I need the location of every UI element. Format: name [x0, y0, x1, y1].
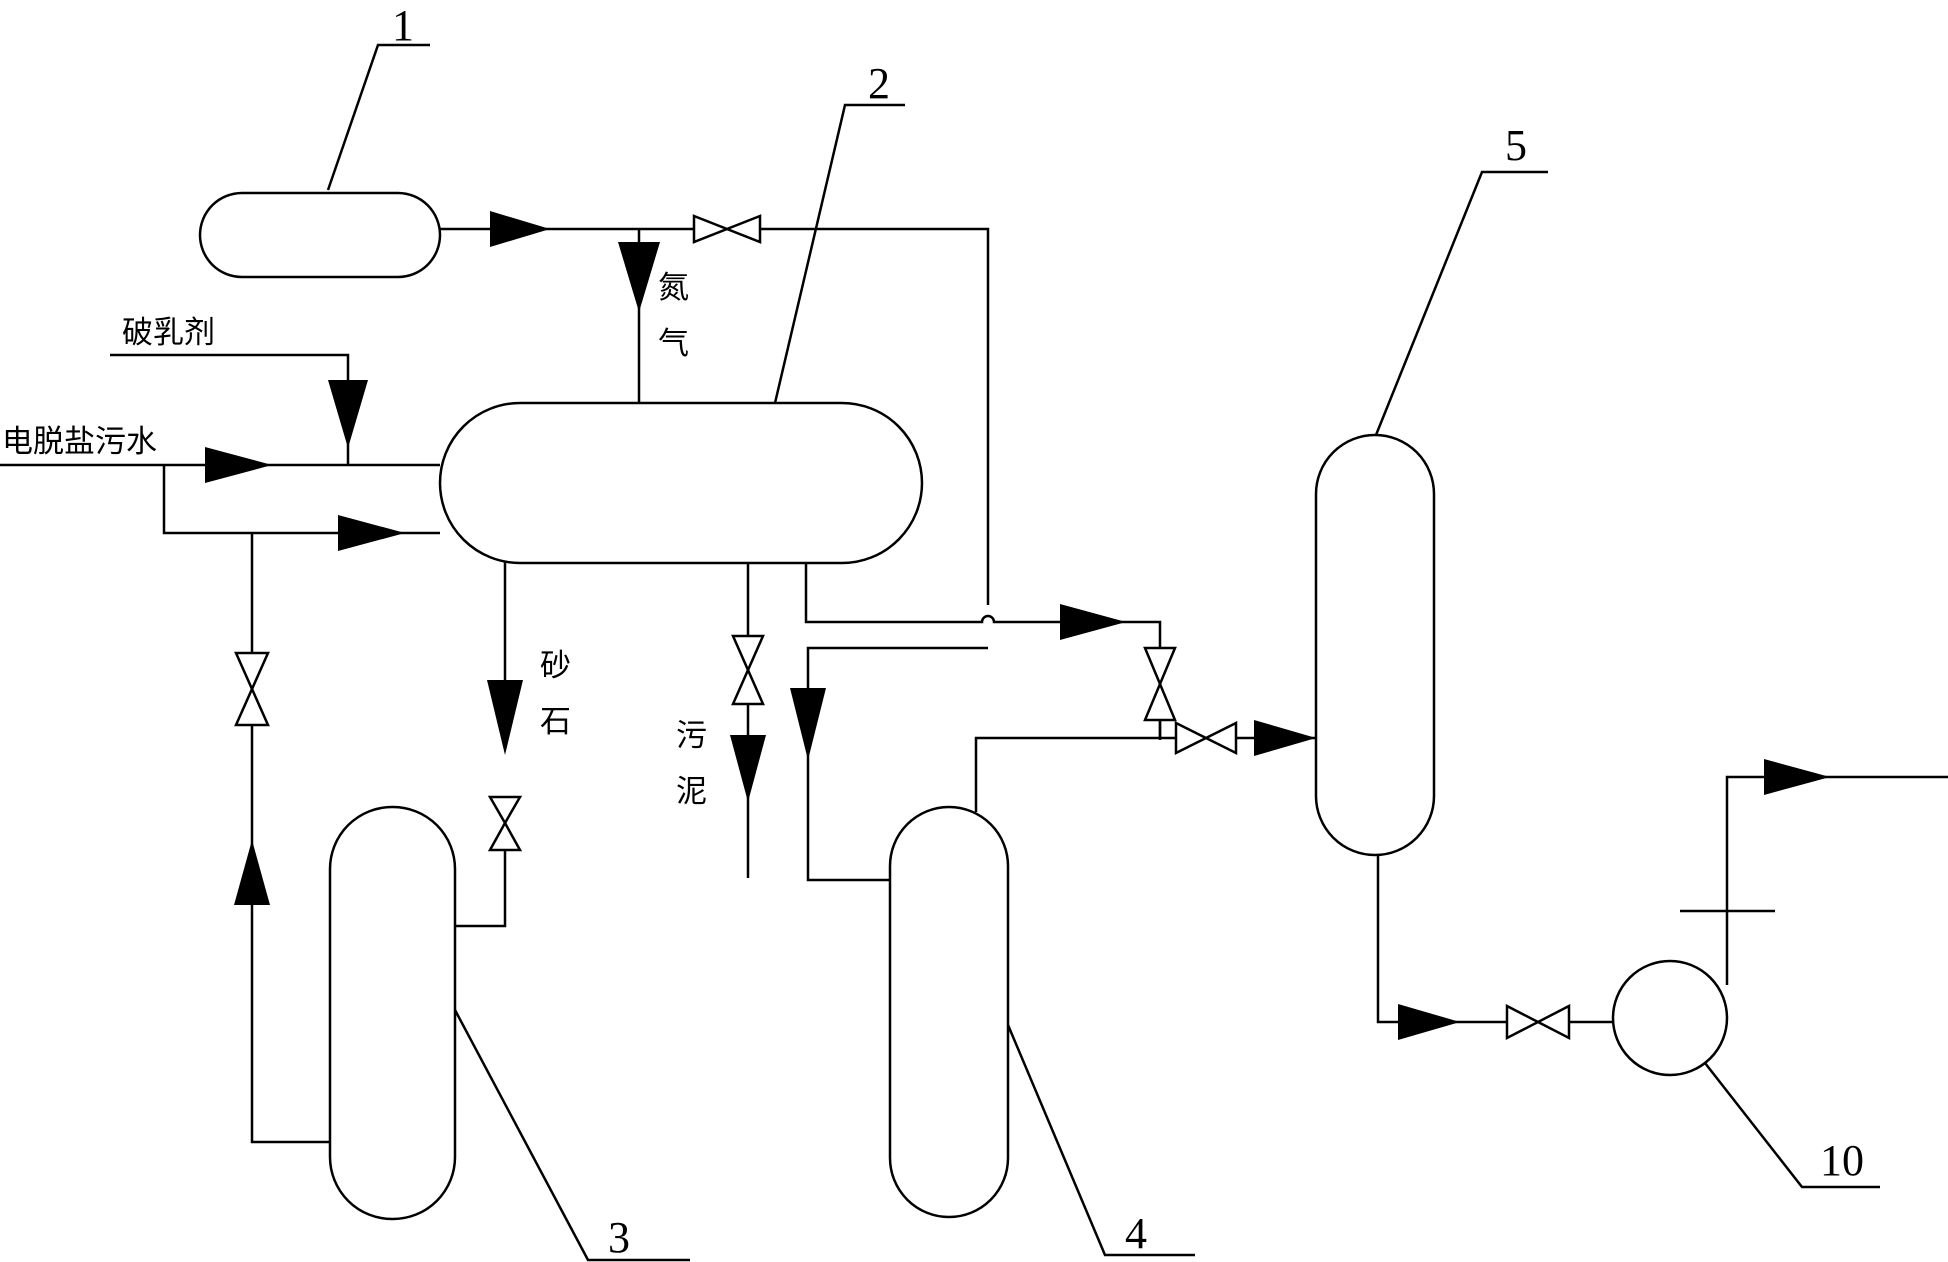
arrow-right-icon [1060, 604, 1126, 640]
tag-3-label: 3 [608, 1213, 630, 1262]
demulsifier-label: 破乳剂 [122, 315, 215, 351]
valve-sand [487, 795, 523, 852]
sand-tank [328, 805, 457, 1221]
valve-recycle [234, 651, 270, 727]
pipe-pump-discharge [1725, 775, 1948, 985]
valve-separator-outlet [1143, 646, 1177, 722]
tag-1-label: 1 [392, 1, 414, 50]
tag-10-label: 10 [1820, 1136, 1864, 1185]
tag-2-label: 2 [868, 59, 890, 108]
flow-arrows [205, 211, 1830, 1040]
tag-5-label: 5 [1505, 121, 1527, 170]
arrow-right-icon [1398, 1004, 1460, 1040]
pipe-to-tank4 [806, 646, 988, 882]
leader-4 [1006, 1024, 1195, 1257]
arrow-right-icon [338, 515, 405, 551]
arrow-right-icon [205, 447, 272, 483]
valve-nitrogen-bypass [692, 214, 762, 244]
leader-lines [326, 43, 1880, 1262]
pipe-tank3-side [455, 850, 507, 928]
arrow-down-icon [328, 380, 368, 448]
pipe-recycle-tank3 [250, 533, 330, 1144]
pump [1611, 959, 1729, 1077]
sand-label-1: 砂 [540, 648, 571, 684]
tag-4-label: 4 [1125, 1209, 1147, 1258]
arrow-down-icon [487, 680, 523, 755]
arrow-right-icon [1254, 720, 1316, 756]
valves [234, 214, 1571, 1041]
valve-sludge [731, 634, 765, 706]
leader-3 [453, 1009, 690, 1262]
leader-1 [326, 43, 430, 191]
sludge-tank [888, 805, 1010, 1219]
nitrogen-label-2: 气 [658, 326, 689, 362]
valve-tank5-inlet [1174, 720, 1238, 756]
leader-2 [773, 103, 905, 404]
arrow-up-icon [234, 840, 270, 905]
desalter-wastewater-label: 电脱盐污水 [2, 424, 157, 460]
arrow-right-icon [1764, 759, 1830, 795]
nitrogen-label-1: 氮 [658, 270, 689, 306]
leader-10 [1704, 1062, 1880, 1189]
pipe-separator-outlet [804, 562, 1162, 740]
nitrogen-tank [198, 191, 442, 279]
valve-pump-suction [1505, 1003, 1571, 1041]
sludge-label-2: 泥 [676, 774, 707, 810]
arrow-down-icon [618, 242, 660, 312]
pipe-tank4-top [974, 736, 1160, 812]
sludge-label-1: 污 [676, 718, 707, 754]
arrow-right-icon [490, 211, 550, 247]
tank-5 [1314, 433, 1436, 857]
pipe-nitrogen-main [440, 227, 990, 605]
arrow-down-icon [730, 735, 766, 802]
separator-vessel [438, 401, 924, 565]
arrow-down-icon [790, 688, 826, 760]
leader-5 [1374, 170, 1548, 436]
sand-label-2: 石 [540, 704, 571, 740]
pipe-tank5-to-pump [1376, 855, 1670, 1024]
